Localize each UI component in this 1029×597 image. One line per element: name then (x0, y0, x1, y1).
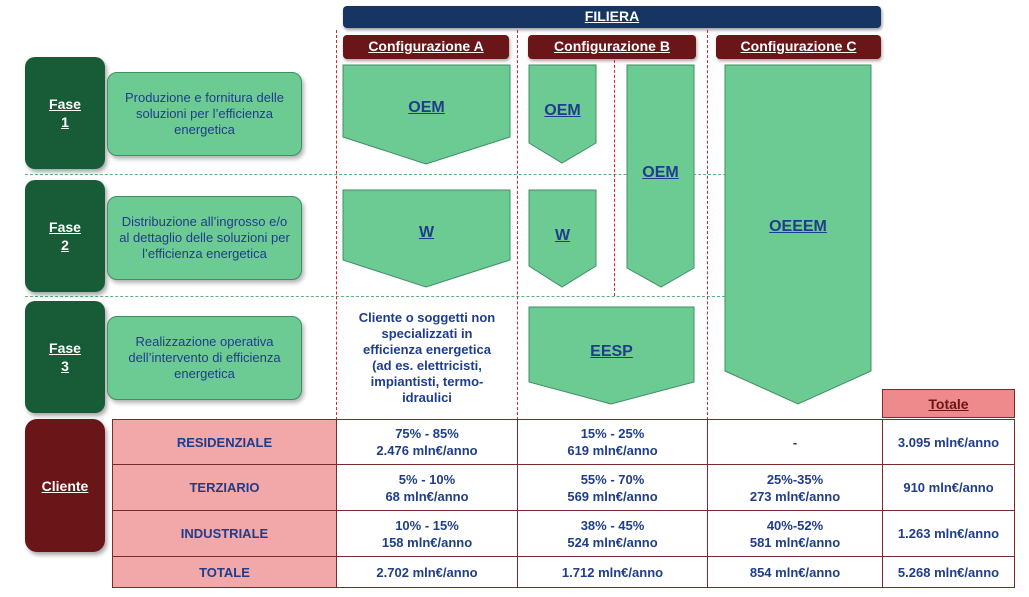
cell-terziario-c: 25%-35%273 mln€/anno (707, 464, 883, 511)
cell-value: 1.712 mln€/anno (561, 564, 664, 580)
cell-value: 68 mln€/anno (385, 488, 469, 504)
phase-2-box: Fase 2 (25, 180, 105, 292)
cell-industriale-b: 38% - 45%524 mln€/anno (517, 510, 708, 557)
phase-2-description: Distribuzione all’ingrosso e/o al dettag… (107, 196, 302, 280)
cell-terziario-a: 5% - 10%68 mln€/anno (336, 464, 518, 511)
cell-value: 854 mln€/anno (749, 564, 841, 580)
cell-value: 273 mln€/anno (749, 488, 841, 504)
divider-line-bc (707, 30, 708, 420)
divider-line-ab (517, 30, 518, 420)
cell-residenziale-b: 15% - 25% 619 mln€/anno (517, 419, 708, 465)
cell-residenziale-c: - (707, 419, 883, 465)
divider-line-a-left (336, 30, 337, 420)
cell-residenziale-a: 75% - 85% 2.476 mln€/anno (336, 419, 518, 465)
phase-divider-1 (25, 174, 751, 175)
phase-1-number: 1 (61, 114, 69, 130)
phase-1-label: Fase (49, 96, 81, 112)
cell-value: 581 mln€/anno (749, 534, 841, 550)
row-label-text: INDUSTRIALE (180, 526, 269, 541)
divider-line-b-mid (614, 60, 615, 296)
row-terziario-label: TERZIARIO (112, 464, 337, 511)
config-a-w-label: W (418, 224, 435, 241)
config-a-header: Configurazione A (343, 35, 509, 59)
cell-pct: 15% - 25% (580, 426, 645, 441)
cell-pct: 40%-52% (766, 517, 824, 533)
cell-pct: 5% - 10% (398, 471, 456, 487)
phase-1-box: Fase 1 (25, 57, 105, 169)
filiera-header: FILIERA (343, 6, 881, 28)
config-b-oem-tall-label: OEM (642, 164, 679, 181)
phase-3-label: Fase (49, 340, 81, 356)
cell-terziario-b: 55% - 70%569 mln€/anno (517, 464, 708, 511)
cell-totale-c: 854 mln€/anno (707, 556, 883, 588)
phase-1-description: Produzione e fornitura delle soluzioni p… (107, 72, 302, 156)
row-totale-label: TOTALE (112, 556, 337, 588)
cell-value: 2.702 mln€/anno (376, 564, 478, 580)
config-c-oeeem-label: OEEEM (769, 218, 827, 235)
config-b-oem-small-label: OEM (544, 102, 581, 119)
phase-3-description-text: Realizzazione operativa dell’intervento … (128, 334, 281, 381)
cell-pct: - (792, 434, 798, 450)
config-b-w-label: W (554, 227, 571, 244)
row-industriale-label: INDUSTRIALE (112, 510, 337, 557)
cell-industriale-a: 10% - 15%158 mln€/anno (336, 510, 518, 557)
row-label-text: RESIDENZIALE (176, 434, 273, 450)
config-b-oem-tall-shape (626, 64, 695, 288)
cell-residenziale-total: 3.095 mln€/anno (882, 419, 1015, 465)
cliente-label: Cliente (41, 477, 89, 494)
cell-value: 619 mln€/anno (567, 443, 658, 458)
cell-total: 3.095 mln€/anno (897, 434, 1000, 450)
totale-header: Totale (882, 389, 1015, 418)
config-b-eesp-shape (528, 306, 695, 405)
phase-2-label: Fase (49, 219, 81, 235)
cell-pct: 75% - 85% (395, 426, 459, 441)
cell-value: 524 mln€/anno (567, 534, 658, 550)
cliente-box: Cliente (25, 419, 105, 552)
phase-3-number: 3 (61, 358, 69, 374)
config-c-oeeem-shape (724, 64, 872, 405)
cell-total: 5.268 mln€/anno (897, 564, 1000, 580)
phase-divider-2 (25, 296, 725, 297)
cell-value: 158 mln€/anno (381, 534, 473, 550)
cell-pct: 38% - 45% (580, 517, 645, 533)
phase-2-number: 2 (61, 237, 69, 253)
cell-industriale-c: 40%-52%581 mln€/anno (707, 510, 883, 557)
config-c-header: Configurazione C (716, 35, 881, 59)
config-b-header: Configurazione B (528, 35, 696, 59)
config-b-oem-small-shape (528, 64, 597, 164)
cell-terziario-total: 910 mln€/anno (882, 464, 1015, 511)
cell-industriale-total: 1.263 mln€/anno (882, 510, 1015, 557)
cell-pct: 55% - 70% (580, 471, 645, 487)
phase-3-description: Realizzazione operativa dell’intervento … (107, 316, 302, 400)
row-label-text: TERZIARIO (189, 480, 260, 495)
config-b-w-shape (528, 189, 597, 288)
cell-pct: 25%-35% (766, 471, 824, 487)
cell-value: 2.476 mln€/anno (376, 443, 478, 458)
config-a-w-shape (342, 189, 511, 288)
row-residenziale-label: RESIDENZIALE (112, 419, 337, 465)
cell-total: 910 mln€/anno (903, 480, 994, 495)
phase-1-description-text: Produzione e fornitura delle soluzioni p… (125, 90, 284, 137)
cell-total: 1.263 mln€/anno (897, 526, 1000, 541)
totale-header-label: Totale (928, 395, 969, 412)
config-a-phase-3-note: Cliente o soggetti non specializzati in … (358, 310, 496, 405)
cell-value: 569 mln€/anno (567, 488, 658, 504)
config-a-oem-shape (342, 64, 511, 165)
phase-3-box: Fase 3 (25, 301, 105, 413)
config-b-eesp-label: EESP (590, 343, 633, 360)
cell-totale-b: 1.712 mln€/anno (517, 556, 708, 588)
config-a-oem-label: OEM (408, 99, 445, 116)
phase-2-description-text: Distribuzione all’ingrosso e/o al dettag… (119, 214, 290, 261)
cell-totale-total: 5.268 mln€/anno (882, 556, 1015, 588)
cell-pct: 10% - 15% (395, 517, 459, 533)
row-label-text: TOTALE (199, 564, 250, 580)
cell-totale-a: 2.702 mln€/anno (336, 556, 518, 588)
